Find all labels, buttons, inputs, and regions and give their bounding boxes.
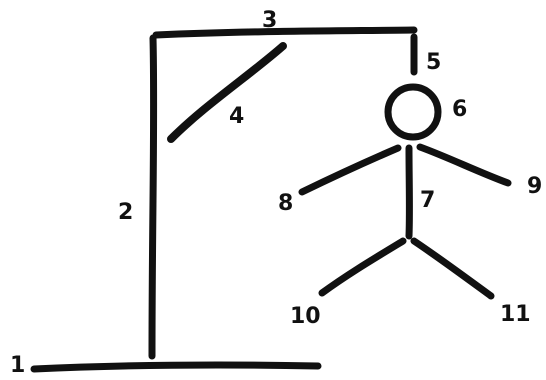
label-left-arm: 8 (278, 191, 293, 216)
label-right-leg: 11 (500, 302, 531, 327)
label-brace: 4 (229, 104, 244, 129)
label-body: 7 (420, 188, 435, 213)
label-beam: 3 (262, 8, 277, 33)
left-leg-line (318, 237, 407, 297)
label-rope: 5 (426, 50, 441, 75)
post-line (148, 34, 158, 360)
label-right-arm: 9 (527, 174, 542, 199)
label-head: 6 (452, 97, 467, 122)
head-circle (384, 83, 442, 141)
label-base: 1 (10, 353, 25, 378)
brace-line (167, 42, 287, 143)
beam-line (152, 26, 418, 39)
left-arm-line (298, 144, 402, 196)
label-left-leg: 10 (290, 304, 321, 329)
right-arm-line (416, 143, 512, 187)
base-line (30, 361, 322, 373)
label-post: 2 (118, 200, 133, 225)
right-leg-line (410, 237, 495, 300)
